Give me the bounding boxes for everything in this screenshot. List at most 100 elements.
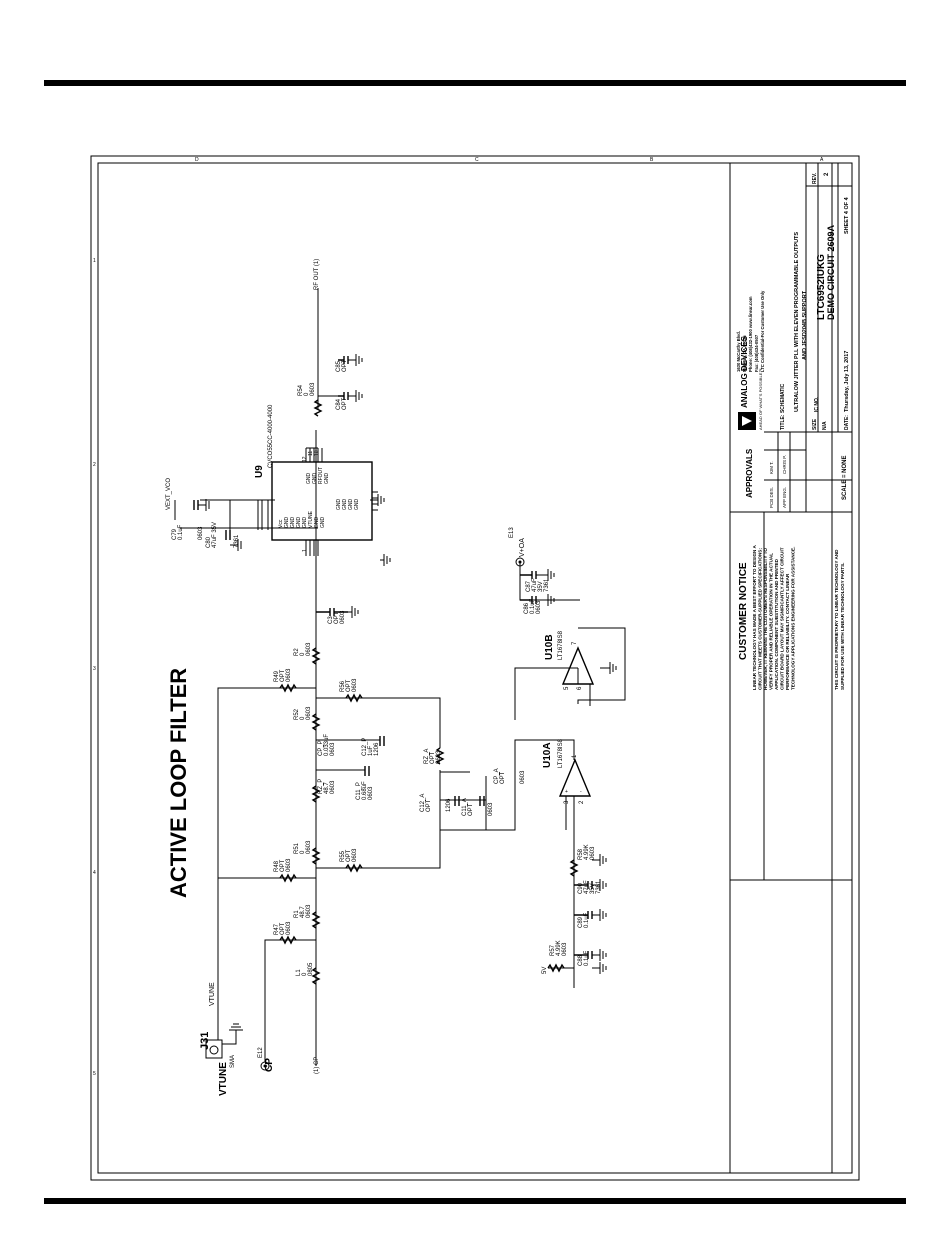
svg-text:C12_A: C12_A [420,794,426,812]
pcb-des-label: PCB DES. [769,487,774,508]
svg-text:OPT: OPT [346,849,352,862]
vtune-net-label: VTUNE [209,982,216,1006]
svg-text:R58: R58 [578,848,584,860]
svg-text:0603: 0603 [306,904,312,918]
inner-border [97,162,853,1174]
title-line1: ULTRALOW JITTER PLL WITH ELEVEN PROGRAMM… [794,232,800,412]
svg-text:OPT: OPT [426,799,432,812]
svg-text:0603: 0603 [306,840,312,854]
svg-text:+: + [565,789,568,795]
capacitors [193,356,593,959]
svg-text:RZ_A: RZ_A [424,749,430,764]
zone-mark: A [820,157,824,163]
u10b-pin: 7 [572,641,578,645]
u10a-pin: 1 [572,754,578,758]
j31-ref: J31 [199,1032,211,1050]
company-tagline: AHEAD OF WHAT'S POSSIBLE™ [758,369,763,430]
svg-text:C11_A: C11_A [462,798,468,816]
svg-text:0603: 0603 [286,858,292,872]
svg-text:0603: 0603 [340,610,346,624]
outer-border [90,155,860,1181]
u9-pin: GND [348,499,354,511]
svg-text:R47: R47 [274,923,280,935]
scale-label: SCALE = NONE [842,455,848,500]
svg-text:R51: R51 [294,842,300,854]
resistors [279,399,579,985]
svg-text:0.1uF: 0.1uF [584,950,590,966]
u10b-pin: 5 [564,686,570,690]
size-label: SIZE [812,418,818,430]
supply-5v-label: 5V [542,967,548,974]
u9-pin-number: 10 [314,450,320,456]
svg-text:0603: 0603 [306,706,312,720]
svg-text:C80: C80 [206,536,212,548]
svg-text:Fax: (408)434-0507: Fax: (408)434-0507 [754,334,759,372]
svg-text:OPT: OPT [500,771,506,784]
svg-text:0603: 0603 [306,642,312,656]
svg-text:R2: R2 [294,648,300,656]
zone-mark: B [650,157,654,163]
svg-text:OPT: OPT [342,397,348,410]
e12-test-point[interactable]: E12 CP [258,1047,275,1072]
svg-text:C88: C88 [578,954,584,966]
u9-part: CVCO55CC-4000-4000 [268,404,274,468]
svg-text:1630 McCarthy Blvd.: 1630 McCarthy Blvd. [736,331,741,372]
svg-text:C3: C3 [328,616,334,624]
rev-label: REV. [812,172,818,184]
svg-text:CP_A: CP_A [494,768,500,784]
j31-connector[interactable]: J31 SMA VTUNE VTUNE [199,982,243,1096]
footer-rule [44,1198,906,1204]
svg-text:OPT: OPT [346,679,352,692]
svg-text:0.1uF: 0.1uF [584,912,590,928]
svg-text:CP_P: CP_P [318,740,324,756]
svg-text:0603: 0603 [536,600,542,614]
zone-mark: 4 [93,870,96,876]
svg-text:Phone: (408)432-1900 www.line: Phone: (408)432-1900 www.linear.com [748,296,753,372]
svg-text:OPT: OPT [334,611,340,624]
svg-text:PERFORMANCE OR RELIABILITY. CO: PERFORMANCE OR RELIABILITY. CONTACT LINE… [785,573,790,690]
svg-text:R52: R52 [294,708,300,720]
svg-text:0: 0 [300,850,306,854]
board-name: DEMO CIRCUIT 2609A [826,224,836,320]
e13-test-point[interactable]: E13 V+OA [509,527,526,567]
svg-text:R56: R56 [340,680,346,692]
svg-text:OPT: OPT [280,922,286,935]
svg-text:C79: C79 [172,528,178,540]
ic-label: IC NO. [814,396,820,412]
zone-mark: 1 [93,258,96,264]
u9-pin: GND [296,517,302,529]
e13-ref: E13 [509,527,515,538]
svg-text:VERIFY PROPER AND RELIABLE OPE: VERIFY PROPER AND RELIABLE OPERATION IN … [769,553,774,690]
u10b-pin: 6 [577,686,583,690]
svg-text:CIRCUIT THAT MEETS CUSTOMER-SU: CIRCUIT THAT MEETS CUSTOMER-SUPPLIED SPE… [758,548,763,690]
svg-text:THIS CIRCUIT IS PROPRIETARY TO: THIS CIRCUIT IS PROPRIETARY TO LINEAR TE… [834,549,839,690]
pcb-des-value: KIM T. [769,461,774,474]
svg-text:48.7: 48.7 [300,906,306,918]
svg-text:7361: 7361 [234,534,240,548]
u9-ref: U9 [254,465,265,478]
sheet-number: SHEET 4 OF 4 [844,196,850,234]
page-title: ACTIVE LOOP FILTER [166,668,191,898]
svg-text:OPT: OPT [468,803,474,816]
svg-text:C86: C86 [524,602,530,614]
svg-text:OPT: OPT [280,859,286,872]
svg-text:APPLICATION. COMPONENT SUBSTIT: APPLICATION. COMPONENT SUBSTITUTION AND … [774,558,779,690]
svg-text:C84: C84 [336,398,342,410]
svg-text:RZ_P: RZ_P [318,779,324,794]
